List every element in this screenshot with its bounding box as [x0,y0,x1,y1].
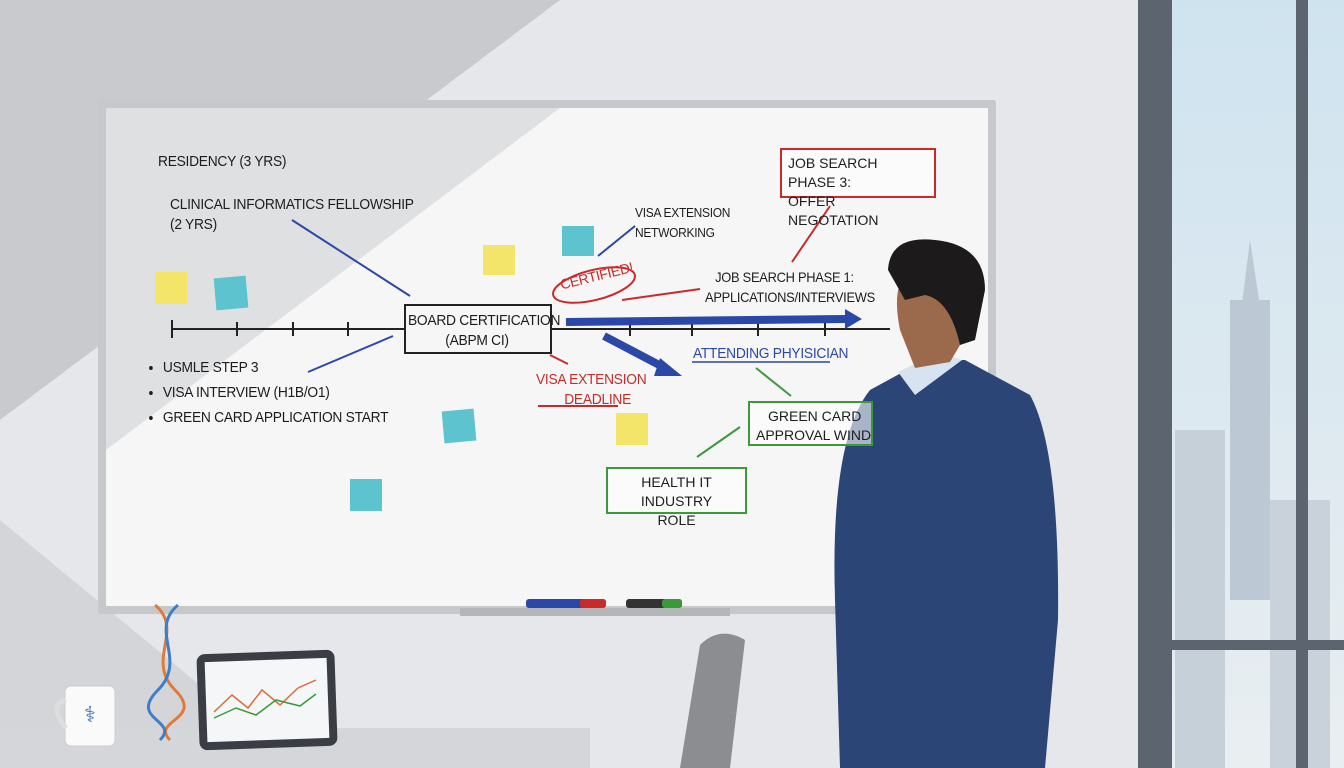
job-search-phase3-box: JOB SEARCH PHASE 3:OFFER NEGOTATION [780,148,936,228]
fellowship-label: CLINICAL INFORMATICS FELLOWSHIP(2 YRS) [170,196,414,233]
board-certification-label: BOARD CERTIFICATION(ABPM CI) [408,312,561,349]
person [834,239,1059,768]
sticky-note [350,479,382,511]
sticky-note [213,275,249,311]
sticky-note [616,413,648,445]
job-search-phase1-label: JOB SEARCH PHASE 1:APPLICATIONS/INTERVIE… [705,269,875,305]
whiteboard [98,100,996,616]
window [1138,0,1344,768]
residency-label: RESIDENCY (3 YRS) [158,153,287,170]
sticky-note [483,245,515,275]
chair [680,633,745,768]
sticky-note [562,226,594,256]
dna-model [146,603,186,742]
sticky-note [155,272,187,304]
svg-text:⚕: ⚕ [84,702,96,727]
sticky-note [441,408,477,444]
attending-physician-label: ATTENDING PHYISICIAN [693,345,849,362]
mug [64,685,116,747]
milestone-bullets: USMLE STEP 3VISA INTERVIEW (H1B/O1)GREEN… [150,355,389,430]
board-cert-box [404,304,552,354]
